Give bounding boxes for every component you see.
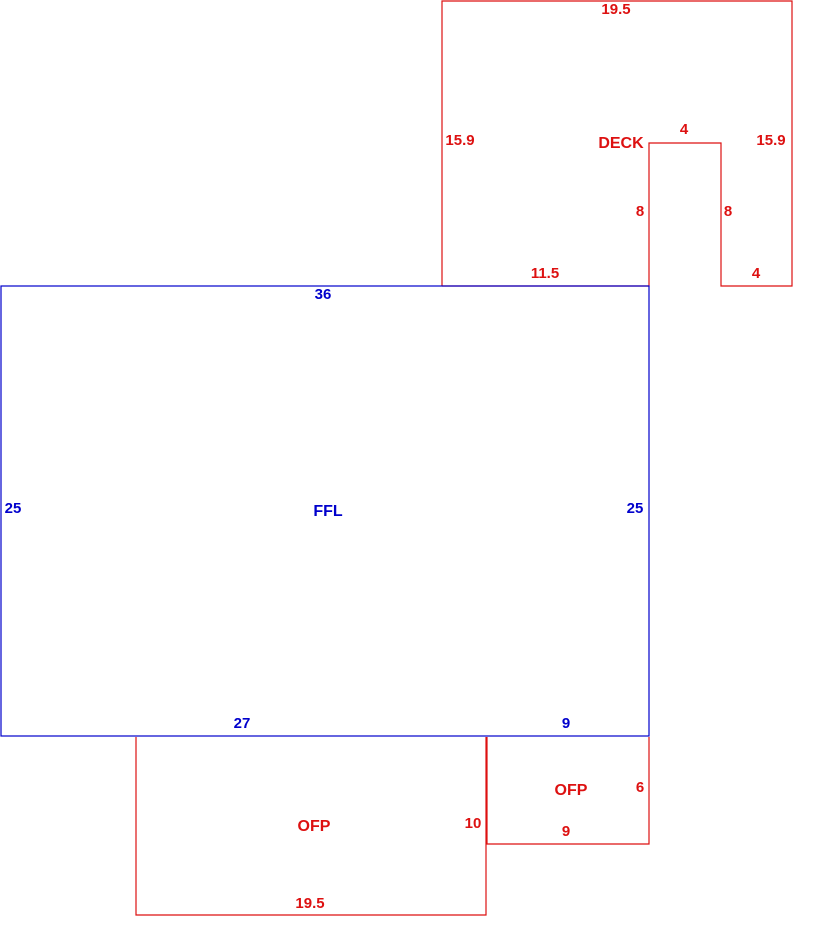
ffl-area-label: FFL bbox=[313, 503, 343, 520]
deck-dim-notch-left: 8 bbox=[636, 203, 644, 220]
ffl-dim-bottom-left: 27 bbox=[234, 715, 251, 732]
ofp-small-area-label: OFP bbox=[555, 782, 588, 799]
ofp-small-dim-right: 6 bbox=[636, 779, 644, 796]
ffl-dim-bottom-right: 9 bbox=[562, 715, 570, 732]
deck-dim-left: 15.9 bbox=[445, 132, 474, 149]
ofp-main-area-label: OFP bbox=[298, 818, 331, 835]
ffl-dim-right: 25 bbox=[627, 500, 644, 517]
deck-area-label: DECK bbox=[598, 135, 644, 152]
deck-dim-top: 19.5 bbox=[601, 1, 630, 18]
deck-dim-bottom-left: 11.5 bbox=[531, 265, 559, 282]
ffl-outline bbox=[0, 285, 650, 737]
deck-dim-notch-right: 8 bbox=[724, 203, 732, 220]
deck-dim-bottom-right: 4 bbox=[752, 265, 761, 282]
deck-outline bbox=[441, 0, 793, 287]
deck-dim-notch-top: 4 bbox=[680, 121, 689, 138]
ofp-main-dim-bottom: 19.5 bbox=[295, 895, 324, 912]
ffl-dim-top: 36 bbox=[315, 286, 332, 303]
deck-dim-right: 15.9 bbox=[756, 132, 785, 149]
ofp-small-dim-bottom: 9 bbox=[562, 823, 570, 840]
ofp-main-dim-right: 10 bbox=[465, 815, 482, 832]
ofp-small-outline bbox=[486, 737, 650, 845]
ofp-main-outline bbox=[135, 737, 487, 916]
ffl-dim-left: 25 bbox=[5, 500, 22, 517]
